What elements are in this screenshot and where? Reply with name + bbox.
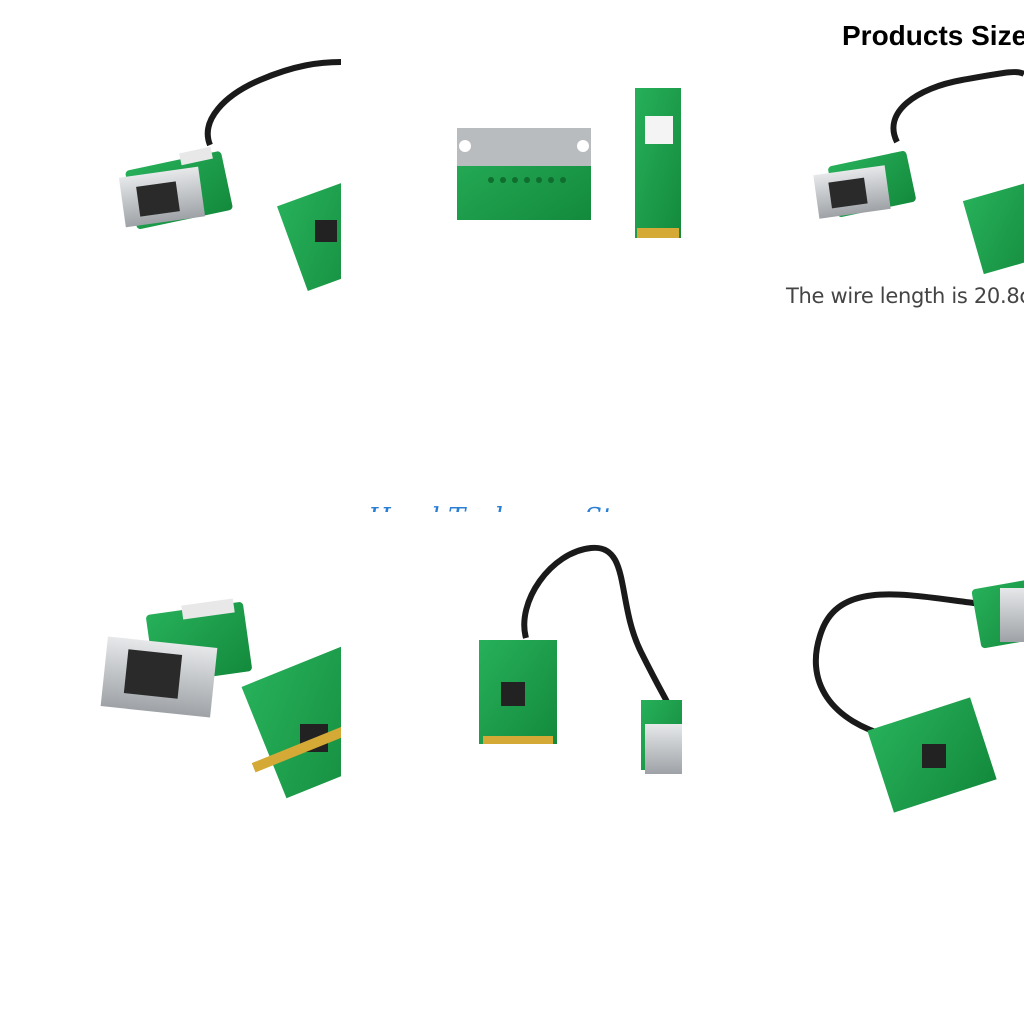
product-photo-5	[341, 512, 682, 853]
cable	[812, 591, 983, 740]
rj45-port	[136, 181, 180, 217]
product-photo-2	[341, 0, 682, 341]
product-photo-6	[682, 512, 1024, 853]
connector-strip	[181, 598, 235, 620]
rj45-bracket	[645, 724, 682, 774]
product-photo-4	[0, 512, 341, 853]
cable	[890, 69, 1024, 144]
connector-strip	[179, 146, 213, 166]
mini-pcie-back	[635, 88, 681, 238]
product-size-photo: Products Size The wire length is 20.8cm	[682, 0, 1024, 341]
rj45-port	[828, 177, 868, 209]
mini-pcie-card	[241, 645, 341, 799]
cable	[204, 59, 341, 147]
product-photo-1	[0, 0, 341, 341]
rj45-bracket	[1000, 588, 1024, 642]
products-size-title: Products Size	[842, 20, 1024, 51]
cable	[521, 544, 674, 713]
rj45-port	[123, 649, 183, 699]
mini-pcie-card	[962, 181, 1024, 275]
wire-length-note: The wire length is 20.8cm	[786, 284, 1024, 308]
